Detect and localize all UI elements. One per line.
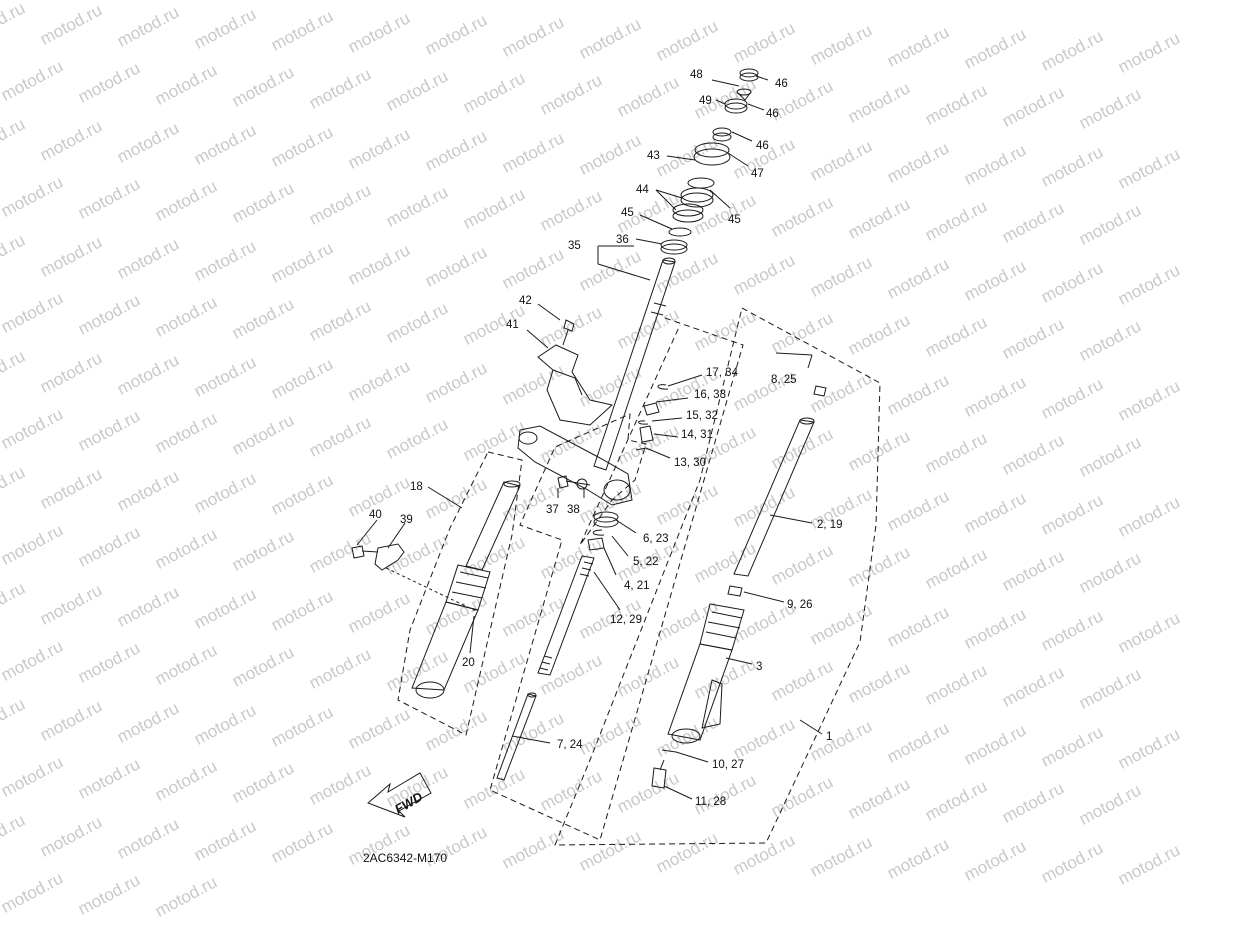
bearing-stack bbox=[660, 68, 759, 255]
callout-49: 49 bbox=[699, 95, 712, 107]
clamp-39 bbox=[374, 543, 405, 571]
fwd-label: FWD bbox=[392, 789, 426, 817]
callout-42: 42 bbox=[519, 295, 532, 307]
seal-6-23 bbox=[593, 511, 619, 528]
oring-13-30 bbox=[635, 447, 647, 451]
steering-stem bbox=[593, 257, 676, 471]
callout-18: 18 bbox=[410, 481, 423, 493]
diagram-code: 2AC6342-M170 bbox=[363, 851, 447, 865]
cap-8-25 bbox=[813, 385, 827, 397]
callout-8-25: 8, 25 bbox=[771, 374, 797, 386]
spring-12-29 bbox=[537, 555, 595, 676]
callout-47: 47 bbox=[751, 168, 764, 180]
callout-12-29: 12, 29 bbox=[610, 614, 642, 626]
callout-46-middle: 46 bbox=[766, 108, 779, 120]
callout-36: 36 bbox=[616, 234, 629, 246]
bracket-41 bbox=[537, 344, 614, 426]
bolt-37 bbox=[557, 475, 591, 489]
bushing-4-21 bbox=[587, 537, 605, 551]
callout-14-31: 14, 31 bbox=[681, 429, 713, 441]
callout-39: 39 bbox=[400, 514, 413, 526]
callout-37: 37 bbox=[546, 504, 559, 516]
callout-20: 20 bbox=[462, 657, 475, 669]
under-bracket bbox=[517, 425, 633, 506]
ring-15-32 bbox=[638, 420, 649, 425]
circlip-17-34 bbox=[657, 384, 669, 390]
leader-lines bbox=[356, 75, 823, 800]
callout-2-19: 2, 19 bbox=[817, 519, 843, 531]
callout-48: 48 bbox=[690, 69, 703, 81]
group-outline-left-fork bbox=[397, 451, 523, 736]
callout-4-21: 4, 21 bbox=[624, 580, 650, 592]
bushing-9-26 bbox=[727, 585, 743, 597]
callout-1: 1 bbox=[826, 731, 832, 743]
callout-15-32: 15, 32 bbox=[686, 410, 718, 422]
callout-16-33: 16, 33 bbox=[694, 389, 726, 401]
outer-tube-3 bbox=[667, 603, 745, 744]
callout-10-27: 10, 27 bbox=[712, 759, 744, 771]
callout-13-30: 13, 30 bbox=[674, 457, 706, 469]
group-outline-outer-fork bbox=[554, 307, 881, 846]
callout-43: 43 bbox=[647, 150, 660, 162]
bolt-40 bbox=[351, 545, 379, 559]
spacer-14-31 bbox=[639, 425, 654, 443]
callout-9-26: 9, 26 bbox=[787, 599, 813, 611]
callout-44: 44 bbox=[636, 184, 649, 196]
callout-38: 38 bbox=[567, 504, 580, 516]
washer-38 bbox=[576, 478, 588, 490]
callout-11-28: 11, 28 bbox=[695, 796, 726, 808]
fwd-arrow bbox=[367, 772, 432, 818]
washer-10-27 bbox=[661, 749, 677, 753]
callout-46-lower: 46 bbox=[756, 140, 769, 152]
inner-tube-2-19 bbox=[733, 417, 815, 577]
callout-45-left: 45 bbox=[621, 207, 634, 219]
callout-labels: 48 46 49 46 46 43 47 44 45 45 36 35 42 4… bbox=[369, 69, 843, 808]
callout-6-23: 6, 23 bbox=[643, 533, 669, 545]
callout-35: 35 bbox=[568, 240, 581, 252]
damper-rod-7-24 bbox=[496, 692, 537, 781]
callout-17-34: 17, 34 bbox=[706, 367, 739, 379]
callout-5-22: 5, 22 bbox=[633, 556, 659, 568]
bolt-11-28 bbox=[651, 759, 667, 789]
callout-41: 41 bbox=[506, 319, 519, 331]
callout-46-upper: 46 bbox=[775, 78, 788, 90]
callout-7-24: 7, 24 bbox=[557, 739, 583, 751]
clip-5-22 bbox=[592, 529, 605, 536]
callout-40: 40 bbox=[369, 509, 382, 521]
bolt-42 bbox=[562, 319, 575, 346]
callout-45-right: 45 bbox=[728, 214, 741, 226]
cap-16-33 bbox=[643, 402, 660, 416]
callout-3: 3 bbox=[756, 661, 762, 673]
